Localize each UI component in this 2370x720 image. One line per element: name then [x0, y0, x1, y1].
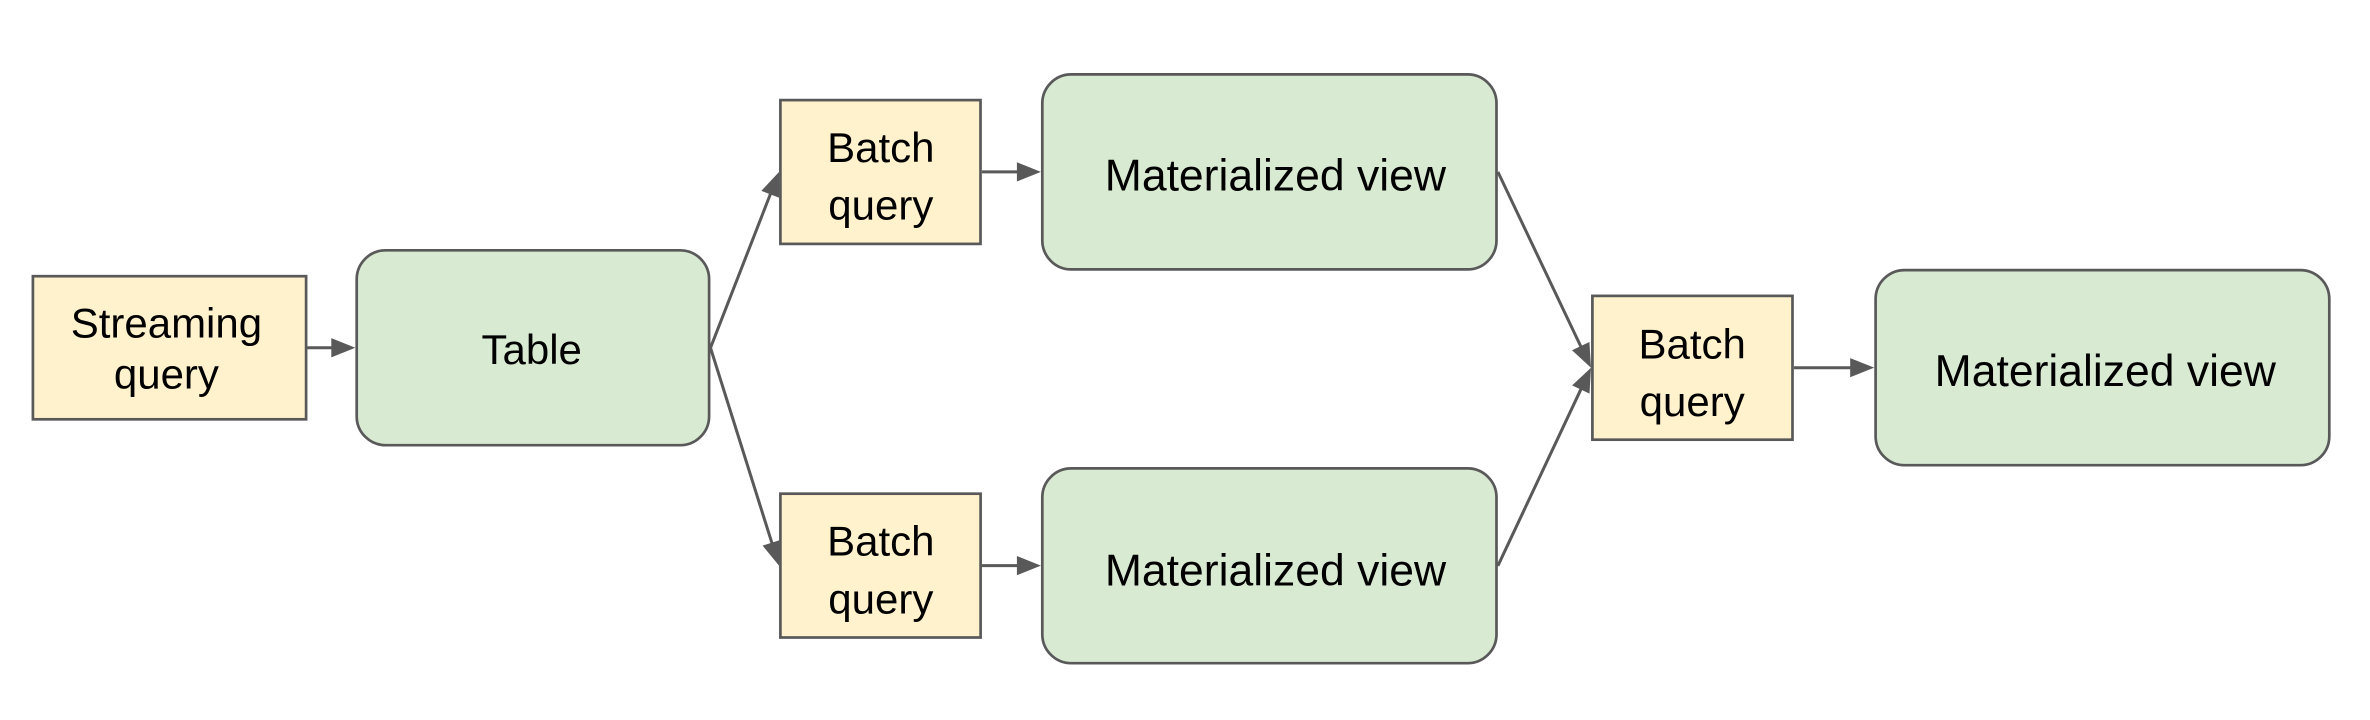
svg-text:Table: Table — [481, 326, 581, 373]
svg-text:Materialized view: Materialized view — [1105, 151, 1447, 200]
svg-text:query: query — [114, 350, 219, 397]
svg-text:Streaming: Streaming — [71, 300, 262, 347]
svg-text:query: query — [828, 182, 933, 229]
svg-text:Batch: Batch — [827, 518, 934, 565]
svg-text:Batch: Batch — [827, 124, 934, 171]
svg-text:query: query — [1640, 378, 1745, 425]
svg-text:Batch: Batch — [1638, 321, 1745, 368]
svg-text:Materialized view: Materialized view — [1105, 546, 1447, 595]
svg-text:Materialized view: Materialized view — [1935, 347, 2277, 396]
svg-text:query: query — [828, 575, 933, 622]
